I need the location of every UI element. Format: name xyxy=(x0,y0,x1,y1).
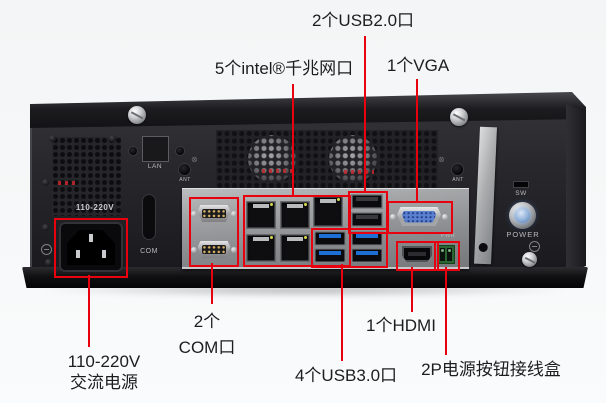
vga-pins xyxy=(402,210,436,223)
callout-line-vga xyxy=(416,79,418,201)
vga-shell xyxy=(397,207,441,226)
label-com: 2个 COM口 xyxy=(179,309,236,361)
vga-nut xyxy=(442,213,448,220)
inlet-pin xyxy=(89,234,93,242)
callout-box-power-terminal xyxy=(434,241,460,271)
pwr-print: PWR xyxy=(440,233,456,239)
hdmi-port xyxy=(402,246,432,262)
usb3-port xyxy=(314,248,346,263)
ground-symbol-icon xyxy=(41,244,52,255)
com-print: COM xyxy=(140,248,158,255)
callout-line-com xyxy=(211,263,213,304)
grounding-screw xyxy=(522,252,537,267)
certification-mark-icon: ⊗ xyxy=(191,155,198,164)
power-terminal-block xyxy=(437,245,455,264)
callout-line-lan xyxy=(292,84,294,195)
db9-shell xyxy=(197,241,231,258)
callout-box-ac-power xyxy=(54,218,128,278)
db9-pins xyxy=(202,245,226,254)
lan-port xyxy=(280,201,310,229)
lan-port xyxy=(280,234,310,262)
antenna-hole xyxy=(179,164,190,175)
label-ac-power-line2: 交流电源 xyxy=(70,373,138,392)
screw xyxy=(45,259,52,266)
ac-power-inlet xyxy=(59,222,123,272)
db9-shell xyxy=(197,205,231,222)
usb3-port xyxy=(351,248,383,263)
screw xyxy=(128,106,146,124)
label-power-terminal: 2P电源按钮接线盒 xyxy=(421,360,561,379)
usb3-port xyxy=(351,231,383,246)
callout-box-lan xyxy=(243,195,351,267)
ant-print-left: ANT xyxy=(179,177,191,183)
callout-line-ac-power xyxy=(88,275,90,347)
fan-grille-band xyxy=(216,130,438,188)
lan-port xyxy=(246,234,276,262)
label-com-line1: 2个 xyxy=(193,312,221,331)
fan-perforation xyxy=(216,130,438,188)
ground-symbol-icon xyxy=(529,241,540,252)
label-lan: 5个intel®千兆网口 xyxy=(214,59,354,78)
usb2-port xyxy=(351,212,383,227)
callout-line-usb3 xyxy=(341,264,343,361)
callout-box-vga xyxy=(387,201,453,234)
power-button xyxy=(509,202,536,229)
label-ac-power-line1: 110-220V xyxy=(67,352,141,371)
com-port xyxy=(191,236,237,263)
callout-box-com xyxy=(189,197,239,267)
screw xyxy=(42,179,49,186)
com-port xyxy=(191,200,237,227)
screw xyxy=(49,135,56,142)
db9-screw xyxy=(231,246,237,253)
chassis-right-side xyxy=(566,104,586,274)
vga-nut xyxy=(390,213,396,220)
db9-screw xyxy=(191,210,197,217)
sw-print: SW xyxy=(515,190,527,197)
antenna-hole xyxy=(176,147,184,155)
lan-print: LAN xyxy=(147,163,163,170)
usb2-port xyxy=(351,194,383,209)
label-usb3: 4个USB3.0口 xyxy=(294,366,398,385)
voltage-print: 110-220V xyxy=(75,203,115,212)
callout-line-power-terminal xyxy=(445,267,447,355)
certification-mark-icon: ⊗ xyxy=(438,155,445,164)
inlet-pin xyxy=(76,250,80,258)
db9-screw xyxy=(191,246,197,253)
lan-cutout xyxy=(142,136,169,162)
bracket-hole xyxy=(478,242,488,253)
db9-pins xyxy=(202,209,226,218)
lan-port xyxy=(313,196,343,227)
vent-grille-left xyxy=(52,137,121,216)
callout-box-usb3 xyxy=(311,228,388,268)
label-usb2: 2个USB2.0口 xyxy=(311,11,415,30)
lan-port xyxy=(246,201,276,229)
fan-red-detail xyxy=(58,181,76,185)
power-button-led xyxy=(515,208,530,223)
antenna-hole xyxy=(452,164,463,175)
screw xyxy=(109,135,116,142)
vent-perforation xyxy=(52,137,121,216)
mounting-slot xyxy=(142,194,156,240)
ant-print-right: ANT xyxy=(452,177,464,183)
fan-red-detail xyxy=(262,169,292,173)
antenna-hole xyxy=(129,147,137,155)
callout-box-hdmi xyxy=(396,241,439,271)
label-ac-power: 110-220V 交流电源 xyxy=(68,351,140,393)
usb3-port xyxy=(314,231,346,246)
fan-red-detail xyxy=(344,170,374,174)
screw xyxy=(42,224,49,231)
label-hdmi: 1个HDMI xyxy=(366,316,436,335)
power-print: POWER xyxy=(506,230,540,239)
callout-line-usb2 xyxy=(364,36,366,191)
screw xyxy=(450,108,468,126)
sw-slot xyxy=(513,181,529,188)
callout-line-hdmi xyxy=(411,267,413,312)
inlet-pin xyxy=(102,250,106,258)
vga-port xyxy=(390,204,448,229)
db9-screw xyxy=(231,210,237,217)
label-vga: 1个VGA xyxy=(386,56,450,75)
label-com-line2: COM口 xyxy=(178,338,236,357)
